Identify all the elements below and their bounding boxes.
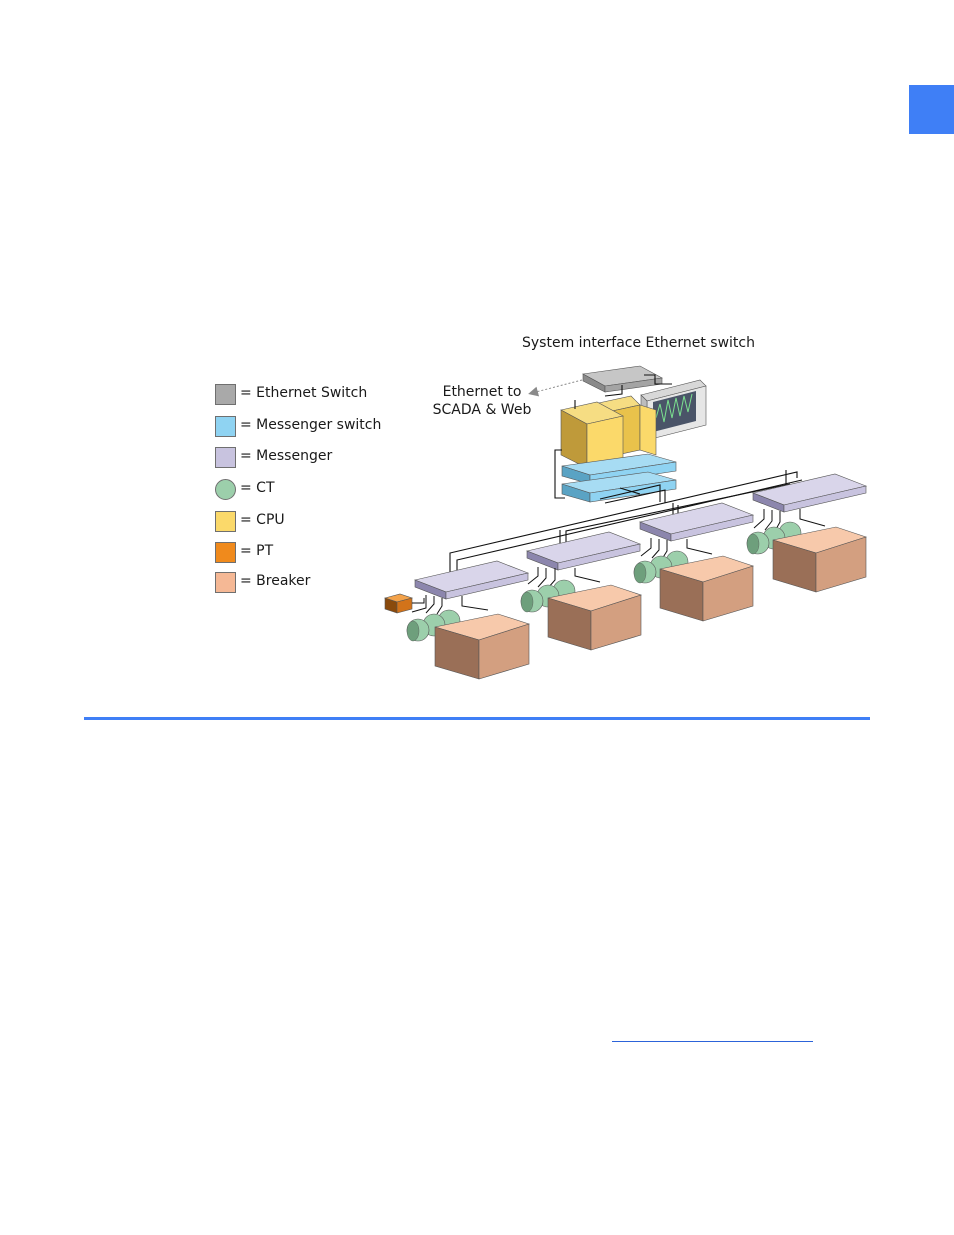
- cpu-block-front: [561, 402, 623, 468]
- messenger-4: [753, 474, 866, 512]
- hyperlink-underline[interactable]: [612, 1041, 813, 1042]
- section-divider: [84, 717, 870, 720]
- messenger-2: [527, 532, 640, 570]
- messenger-1: [415, 561, 528, 599]
- pt-device: [385, 594, 412, 613]
- scada-arrow: [532, 380, 582, 393]
- messenger-3: [640, 503, 753, 541]
